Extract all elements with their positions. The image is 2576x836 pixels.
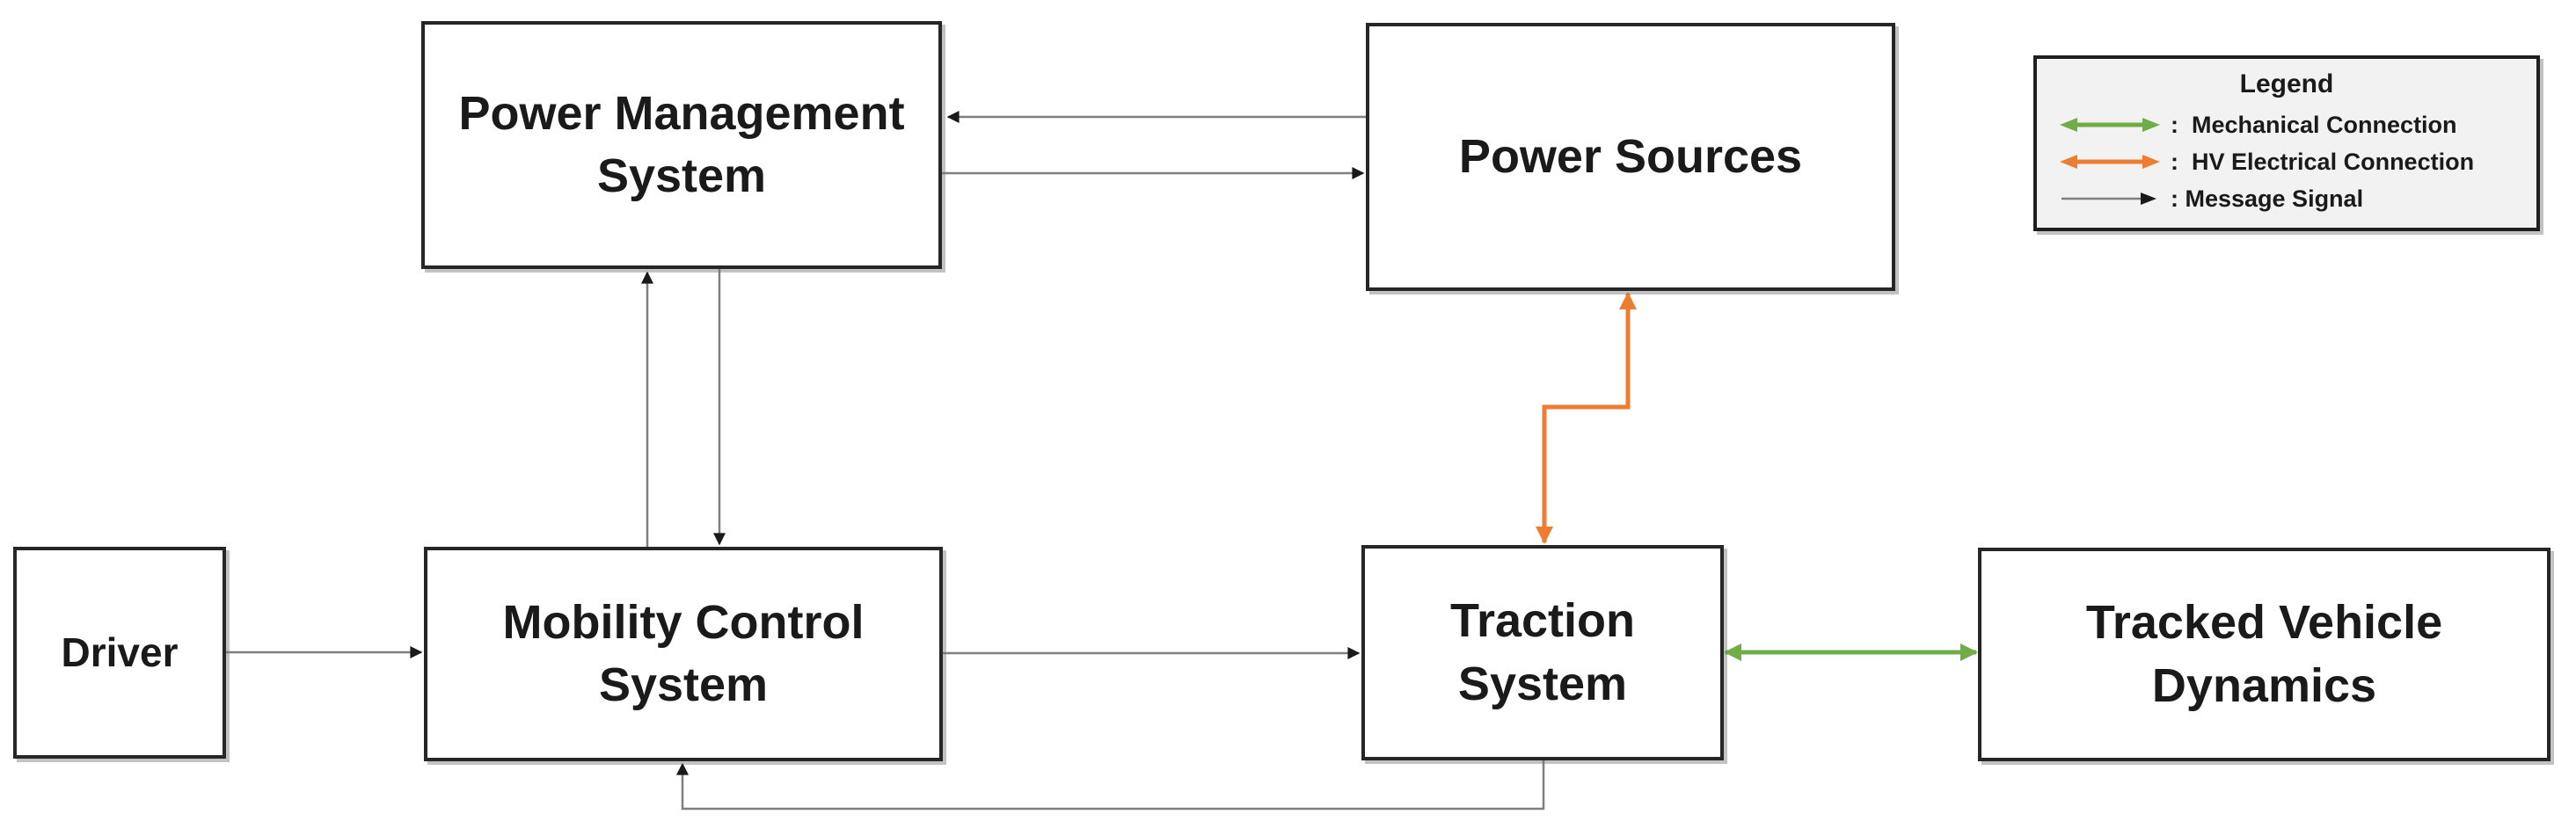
power-sources-label: Power Sources [1458, 129, 1803, 183]
legend: Legend : Mechanical Connection : HV Elec… [2033, 55, 2540, 231]
driver-label: Driver [61, 629, 179, 676]
traction-system-box: Traction System [1361, 545, 1724, 760]
tracked-vehicle-dynamics-box: Tracked Vehicle Dynamics [1978, 548, 2550, 761]
power-management-system-label: Power Management System [458, 86, 905, 202]
mobility-control-system-label: Mobility Control System [502, 595, 865, 711]
legend-label-hv-electrical: : HV Electrical Connection [2171, 148, 2475, 175]
power-sources-box: Power Sources [1366, 23, 1895, 291]
power-management-system-box: Power Management System [421, 21, 942, 269]
edge-traction-to-mobility-control-feedback [676, 760, 1545, 811]
legend-label-mechanical: : Mechanical Connection [2171, 111, 2457, 138]
edge-power-sources-to-traction-hv-electrical [1536, 292, 1637, 544]
hv-electrical-connection-arrow-icon [2060, 155, 2160, 169]
legend-title: Legend [2239, 69, 2334, 98]
message-signal-arrow-icon [2062, 193, 2156, 205]
mobility-control-system-box: Mobility Control System [424, 547, 943, 761]
legend-item-hv-electrical: : HV Electrical Connection [2037, 143, 2536, 180]
legend-label-message-signal: : Message Signal [2171, 185, 2364, 212]
legend-item-mechanical: : Mechanical Connection [2037, 106, 2536, 143]
legend-item-message-signal: : Message Signal [2037, 180, 2536, 217]
tracked-vehicle-dynamics-label: Tracked Vehicle Dynamics [2085, 596, 2443, 712]
driver-box: Driver [13, 547, 226, 759]
traction-system-label: Traction System [1449, 594, 1636, 710]
mechanical-connection-arrow-icon [2060, 118, 2160, 132]
